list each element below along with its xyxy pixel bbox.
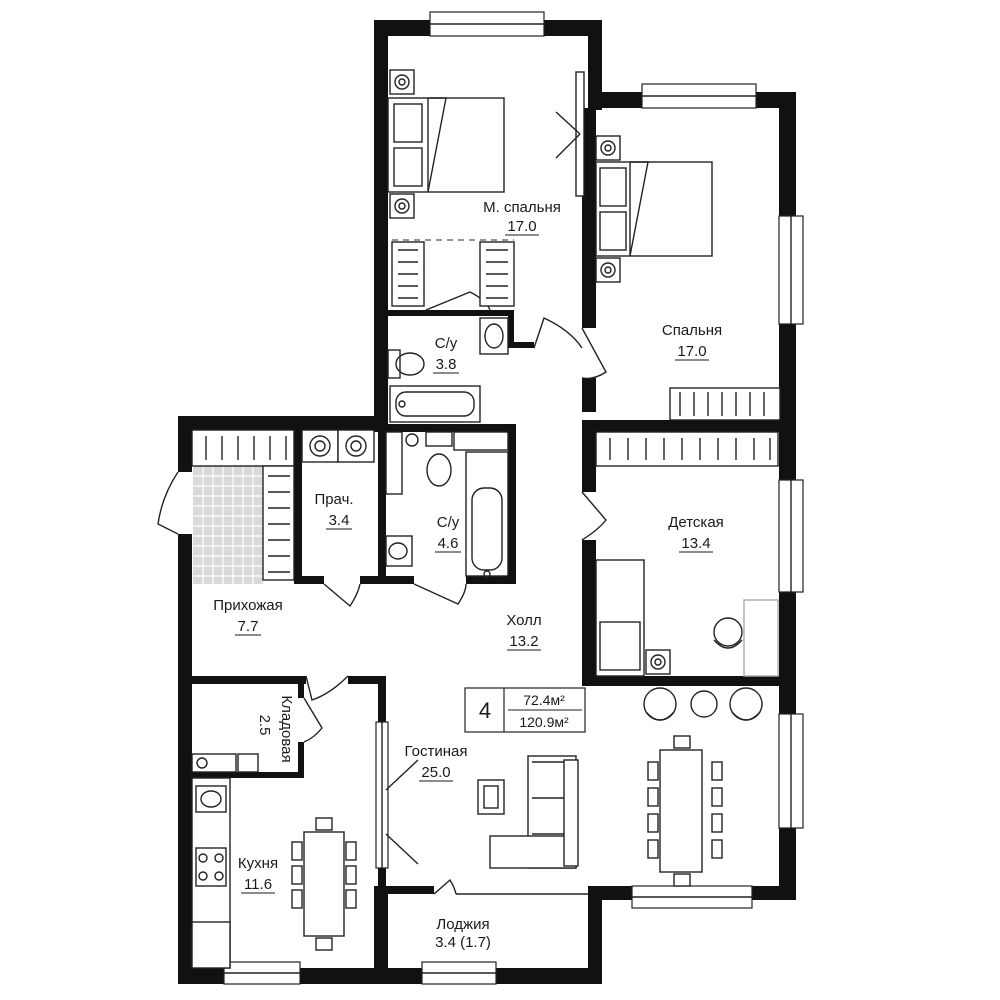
kitchen-area: 11.6 — [244, 876, 272, 893]
interior-walls — [178, 108, 782, 894]
storage-area: 2.5 — [256, 715, 273, 736]
storage-name: Кладовая — [278, 695, 295, 762]
laundry-area: 3.4 — [329, 512, 350, 529]
storage-fixtures — [191, 753, 259, 773]
bedroom-area: 17.0 — [677, 343, 706, 360]
apartment-badge: 4 72.4м² 120.9м² — [464, 687, 586, 733]
loggia-name: Лоджия — [436, 916, 489, 933]
living-area: 72.4м² — [523, 692, 565, 708]
room-labels: М. спальня 17.0 Спальня 17.0 С/у 3.8 С/у… — [213, 199, 724, 951]
bath1-fixtures — [387, 317, 509, 423]
bath1-area: 3.8 — [436, 356, 457, 373]
kids-area: 13.4 — [681, 535, 710, 552]
doors — [157, 71, 607, 895]
living-area-label: 25.0 — [421, 764, 450, 781]
living-room-furniture — [477, 687, 763, 887]
master-bedroom-name: М. спальня — [483, 199, 561, 216]
living-name: Гостиная — [405, 743, 468, 760]
kitchen-furniture — [191, 777, 357, 969]
kids-room-furniture — [595, 431, 779, 677]
master-bedroom-area: 17.0 — [507, 218, 536, 235]
bath2-name: С/у — [437, 514, 460, 531]
total-area: 120.9м² — [519, 714, 569, 730]
kids-name: Детская — [668, 514, 724, 531]
hall-area: 13.2 — [509, 633, 538, 650]
hall-name: Холл — [506, 612, 541, 629]
hallway-tile-floor — [193, 466, 263, 584]
hallway-area: 7.7 — [238, 618, 259, 635]
hallway-wardrobes — [191, 429, 295, 581]
bedroom-furniture — [595, 135, 781, 421]
bath2-fixtures — [385, 431, 509, 578]
hallway-name: Прихожая — [213, 597, 283, 614]
rooms-count: 4 — [479, 698, 491, 723]
bedroom-name: Спальня — [662, 322, 722, 339]
master-bedroom-furniture — [387, 69, 515, 307]
exterior-walls — [178, 20, 796, 984]
bath1-name: С/у — [435, 335, 458, 352]
laundry-machines — [301, 429, 375, 463]
bath2-area: 4.6 — [438, 535, 459, 552]
kitchen-name: Кухня — [238, 855, 278, 872]
laundry-name: Прач. — [314, 491, 353, 508]
loggia-area: 3.4 (1.7) — [435, 934, 491, 951]
windows — [223, 11, 804, 985]
